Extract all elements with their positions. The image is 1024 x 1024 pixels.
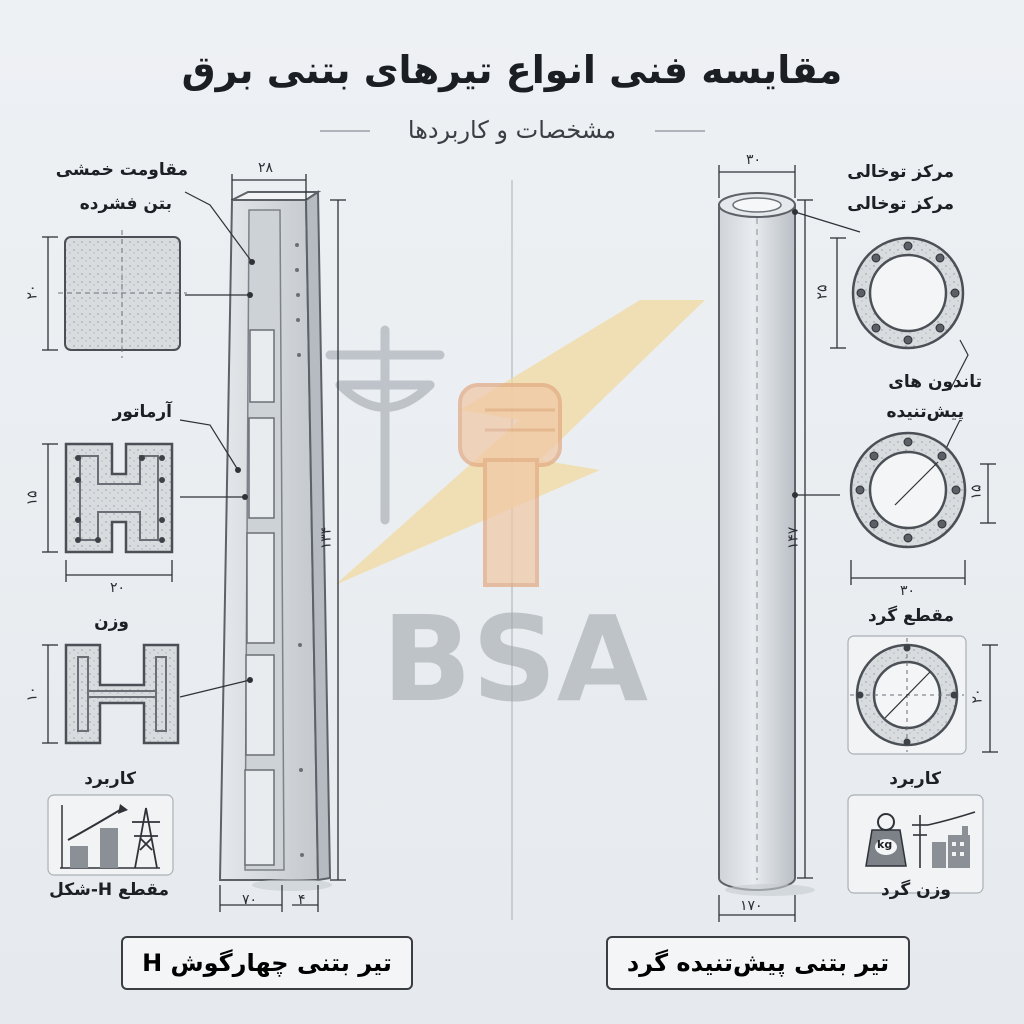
label-usage-right: کاربرد	[889, 769, 941, 789]
dim-h-base-depth: ۴	[298, 892, 306, 908]
dim-weight-height: ۱۰	[24, 686, 41, 702]
left-heading-box: تیر بتنی چهارگوش H	[121, 936, 413, 990]
label-hollow-core-2: مرکز توخالی	[847, 194, 954, 214]
page-title: مقایسه فنی انواع تیرهای بتنی برق	[181, 48, 843, 92]
dim-rebar-height: ۱۵	[24, 490, 41, 506]
round-pole	[718, 192, 815, 896]
label-usage-left: کاربرد	[84, 769, 136, 789]
square-section	[58, 230, 187, 358]
dim-h-pole-height: ۱۳۴	[318, 526, 335, 550]
label-round-section: مقطع گرد	[867, 606, 954, 626]
watermark-fist-icon	[458, 383, 562, 587]
dim-ring2-height: ۱۵	[968, 484, 985, 500]
label-weight: وزن	[94, 612, 129, 632]
dim-ring2-width: ۳۰	[900, 583, 916, 599]
watermark-text: BSA	[381, 590, 649, 728]
dim-round-top: ۳۰	[746, 152, 762, 168]
dim-round-base: ۱۷۰	[740, 898, 763, 914]
label-round-weight: وزن گرد	[881, 880, 951, 900]
ring-section-1	[851, 236, 965, 350]
label-tendons-1: تاندون های	[888, 372, 982, 392]
label-hollow-core-1: مرکز توخالی	[847, 162, 954, 182]
h-weight-section	[64, 643, 180, 745]
h-pole	[218, 190, 332, 891]
left-usage-box	[47, 794, 174, 876]
label-tendons-2: پیش‌تنیده	[886, 402, 964, 422]
right-heading-box: تیر بتنی پیش‌تنیده گرد	[606, 936, 910, 990]
ring-section-2	[849, 431, 967, 549]
dim-square-side: ۲۰	[24, 284, 41, 300]
dim-h-base-width: ۷۰	[242, 892, 258, 908]
kg-icon: kg	[877, 838, 893, 851]
page-subtitle: مشخصات و کاربردها	[407, 116, 617, 144]
round-section-box	[847, 635, 967, 755]
dim-ring1-height: ۲۵	[814, 284, 831, 300]
label-compressed-concrete: بتن فشرده	[79, 194, 172, 214]
dim-top-width: ۲۸	[258, 160, 274, 176]
label-h-section: مقطع H-شکل	[49, 880, 169, 900]
dim-ring3-height: ۲۰	[969, 688, 986, 704]
h-rebar-section	[64, 442, 174, 554]
label-flexural: مقاومت خمشی	[55, 160, 188, 180]
label-rebar: آرماتور	[112, 402, 172, 422]
right-usage-box	[847, 794, 984, 894]
watermark-pole-icon	[325, 325, 445, 525]
dim-round-pole-height: ۱۴۷	[785, 526, 802, 550]
dim-rebar-width: ۲۰	[110, 580, 126, 596]
